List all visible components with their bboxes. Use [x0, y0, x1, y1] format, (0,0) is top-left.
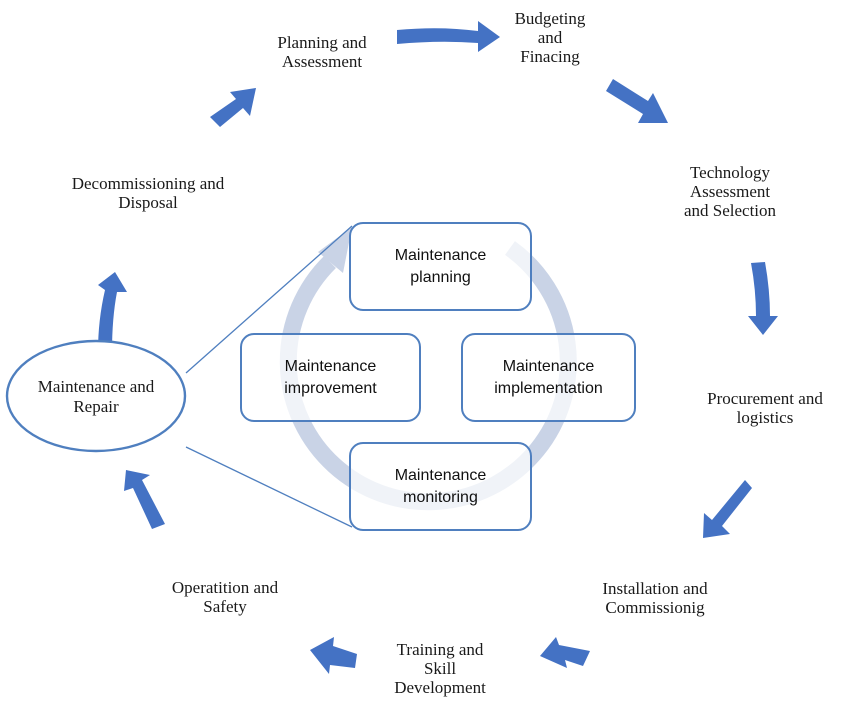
connector-line-top: [185, 225, 353, 374]
stage-operation-safety: Operatition and Safety: [171, 578, 279, 616]
stage-maintenance-repair: Maintenance and Repair: [37, 377, 155, 416]
stage-technology-assessment: Technology Assessment and Selection: [683, 163, 777, 220]
inner-cycle-ring-arrowhead: [318, 227, 352, 273]
inner-box-maintenance-improvement: Maintenance improvement: [240, 333, 421, 422]
stage-training-development: Training and Skill Development: [394, 640, 486, 697]
stage-procurement-logistics: Procurement and logistics: [707, 389, 823, 427]
stage-installation-commissioning: Installation and Commissionig: [602, 579, 708, 617]
inner-box-maintenance-planning: Maintenance planning: [349, 222, 532, 311]
block-arrow-icon: [310, 637, 357, 674]
stage-decommissioning-disposal: Decommissioning and Disposal: [71, 174, 225, 212]
block-arrow-icon: [397, 21, 500, 52]
block-arrow-icon: [210, 88, 256, 127]
block-arrow-icon: [748, 262, 778, 335]
block-arrow-icon: [98, 272, 127, 352]
block-arrow-icon: [124, 470, 165, 529]
inner-box-maintenance-implementation: Maintenance implementation: [461, 333, 636, 422]
inner-box-maintenance-monitoring: Maintenance monitoring: [349, 442, 532, 531]
block-arrow-icon: [540, 637, 590, 668]
connector-line-bottom: [185, 446, 353, 528]
block-arrow-icon: [703, 480, 752, 538]
stage-planning-assessment: Planning and Assessment: [277, 33, 367, 71]
stage-budgeting-financing: Budgeting and Finacing: [514, 9, 586, 66]
block-arrow-icon: [606, 79, 668, 123]
maintenance-repair-ellipse: [5, 339, 187, 453]
